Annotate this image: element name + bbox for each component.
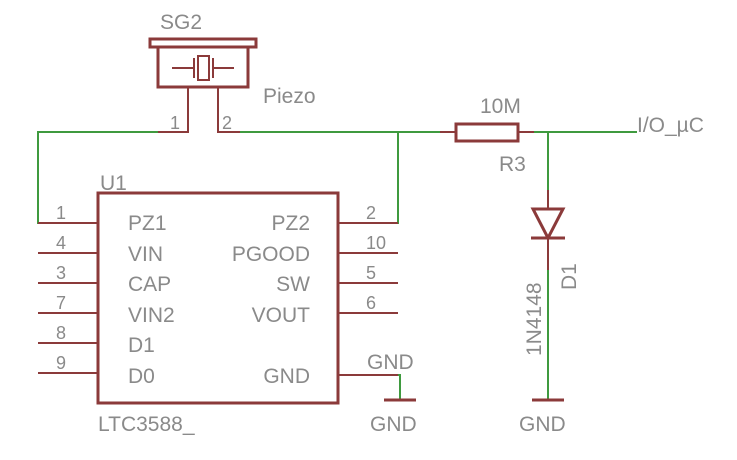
gnd-symbol-u1: GND: [370, 398, 417, 436]
piezo-pin2-number: 2: [222, 113, 232, 133]
u1-right-pin-label: PZ2: [271, 212, 310, 235]
piezo-body: [156, 45, 250, 89]
u1-right-pin-number: 10: [366, 233, 386, 253]
u1-right-pin-number: 6: [366, 293, 376, 313]
d1-value: 1N4148: [523, 282, 546, 356]
piezo-refdes: SG2: [160, 11, 202, 34]
piezo-pin2-lead: [217, 87, 240, 133]
u1-left-pin-number: 4: [56, 233, 66, 253]
u1-right-pin-number: 5: [366, 263, 376, 283]
r3-body: [454, 122, 520, 143]
u1-left-pin-number: 8: [56, 323, 66, 343]
piezo-sg2[interactable]: SG2 Piezo 1 2: [148, 11, 316, 133]
r3-refdes: R3: [499, 153, 526, 176]
r3-value: 10M: [480, 95, 521, 118]
gnd-symbol-d1: GND: [519, 398, 566, 436]
u1-left-pin-number: 9: [56, 353, 66, 373]
u1-left-pin-number: 7: [56, 293, 66, 313]
u1-left-pin-label: VIN: [128, 243, 163, 266]
piezo-crystal: [197, 55, 210, 81]
ic-u1[interactable]: U1 LTC3588_ 1 4 3 7 8 9 PZ1 VIN CAP VIN2…: [38, 172, 398, 436]
u1-left-pin-label: D0: [128, 365, 155, 388]
u1-refdes: U1: [100, 172, 127, 195]
gnd-net-label: GND: [367, 351, 414, 374]
wire-u1-gnd: [338, 374, 401, 400]
u1-left-pin-label: PZ1: [128, 212, 167, 235]
u1-right-pin-label: SW: [276, 273, 310, 296]
piezo-pin1-lead: [158, 87, 189, 133]
u1-left-pin-label: VIN2: [128, 304, 175, 327]
u1-body: [96, 191, 340, 405]
u1-left-pin-number: 3: [56, 263, 66, 283]
u1-right-pin-label: VOUT: [252, 304, 311, 327]
d1-refdes: D1: [558, 263, 581, 290]
diode-d1[interactable]: D1 1N4148: [523, 190, 581, 356]
gnd-symbol-label: GND: [519, 413, 566, 436]
u1-left-pin-number: 1: [56, 203, 66, 223]
u1-right-pin-label: GND: [263, 365, 310, 388]
u1-right-pin-number: 2: [366, 203, 376, 223]
resistor-r3[interactable]: 10M R3: [440, 95, 534, 176]
d1-triangle: [530, 207, 566, 242]
u1-value: LTC3588_: [98, 413, 195, 436]
piezo-pin1-number: 1: [170, 113, 180, 133]
io-net-label: I/O_µC: [637, 114, 704, 137]
u1-left-pin-label: D1: [128, 334, 155, 357]
u1-left-pin-label: CAP: [128, 273, 171, 296]
piezo-value: Piezo: [263, 85, 316, 108]
gnd-symbol-label: GND: [370, 413, 417, 436]
u1-right-pin-label: PGOOD: [232, 243, 310, 266]
